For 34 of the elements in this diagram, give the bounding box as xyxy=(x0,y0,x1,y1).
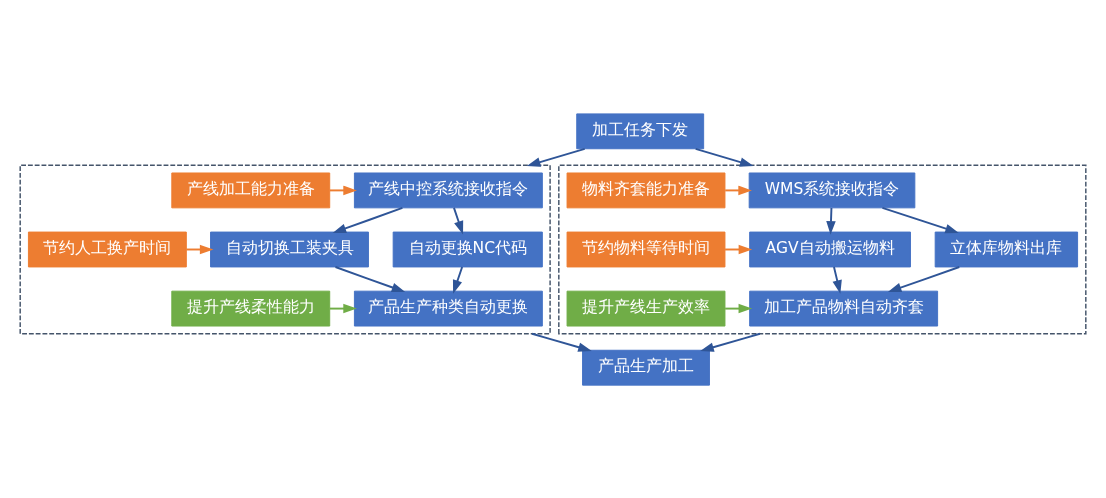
arrow xyxy=(531,332,592,352)
arrow xyxy=(452,265,464,294)
cluster xyxy=(19,164,551,334)
arrow xyxy=(881,206,959,233)
node-box: 产品生产加工 xyxy=(582,349,710,386)
arrow xyxy=(700,332,761,352)
arrow xyxy=(724,303,753,313)
arrow xyxy=(453,206,464,235)
arrow xyxy=(887,265,961,292)
arrow xyxy=(334,265,406,292)
arrow xyxy=(328,303,357,313)
arrow xyxy=(328,185,357,195)
arrow xyxy=(694,147,754,167)
arrow xyxy=(832,265,842,294)
node-box: 提升产线柔性能力 xyxy=(171,290,331,326)
node-box: 产品生产种类自动更换 xyxy=(353,290,543,326)
node-box: AGV自动搬运物料 xyxy=(749,231,911,267)
node-box: 自动更换NC代码 xyxy=(392,231,543,267)
node-box: 自动切换工装夹具 xyxy=(210,231,369,267)
arrow xyxy=(526,147,586,167)
node-box: 物料齐套能力准备 xyxy=(566,172,726,208)
node-box: 提升产线生产效率 xyxy=(566,290,726,326)
arrow xyxy=(826,206,836,235)
cluster xyxy=(558,164,1087,334)
node-box: 加工产品物料自动齐套 xyxy=(749,290,939,326)
node-box: 产线中控系统接收指令 xyxy=(353,172,543,208)
arrow xyxy=(332,206,404,233)
node-box: 立体库物料出库 xyxy=(934,231,1079,267)
arrow xyxy=(724,185,752,195)
node-box: 节约人工换产时间 xyxy=(27,231,187,267)
node-box: 节约物料等待时间 xyxy=(566,231,726,267)
node-box: WMS系统接收指令 xyxy=(748,172,916,208)
node-box: 加工任务下发 xyxy=(576,112,705,149)
node-box: 产线加工能力准备 xyxy=(171,172,331,208)
